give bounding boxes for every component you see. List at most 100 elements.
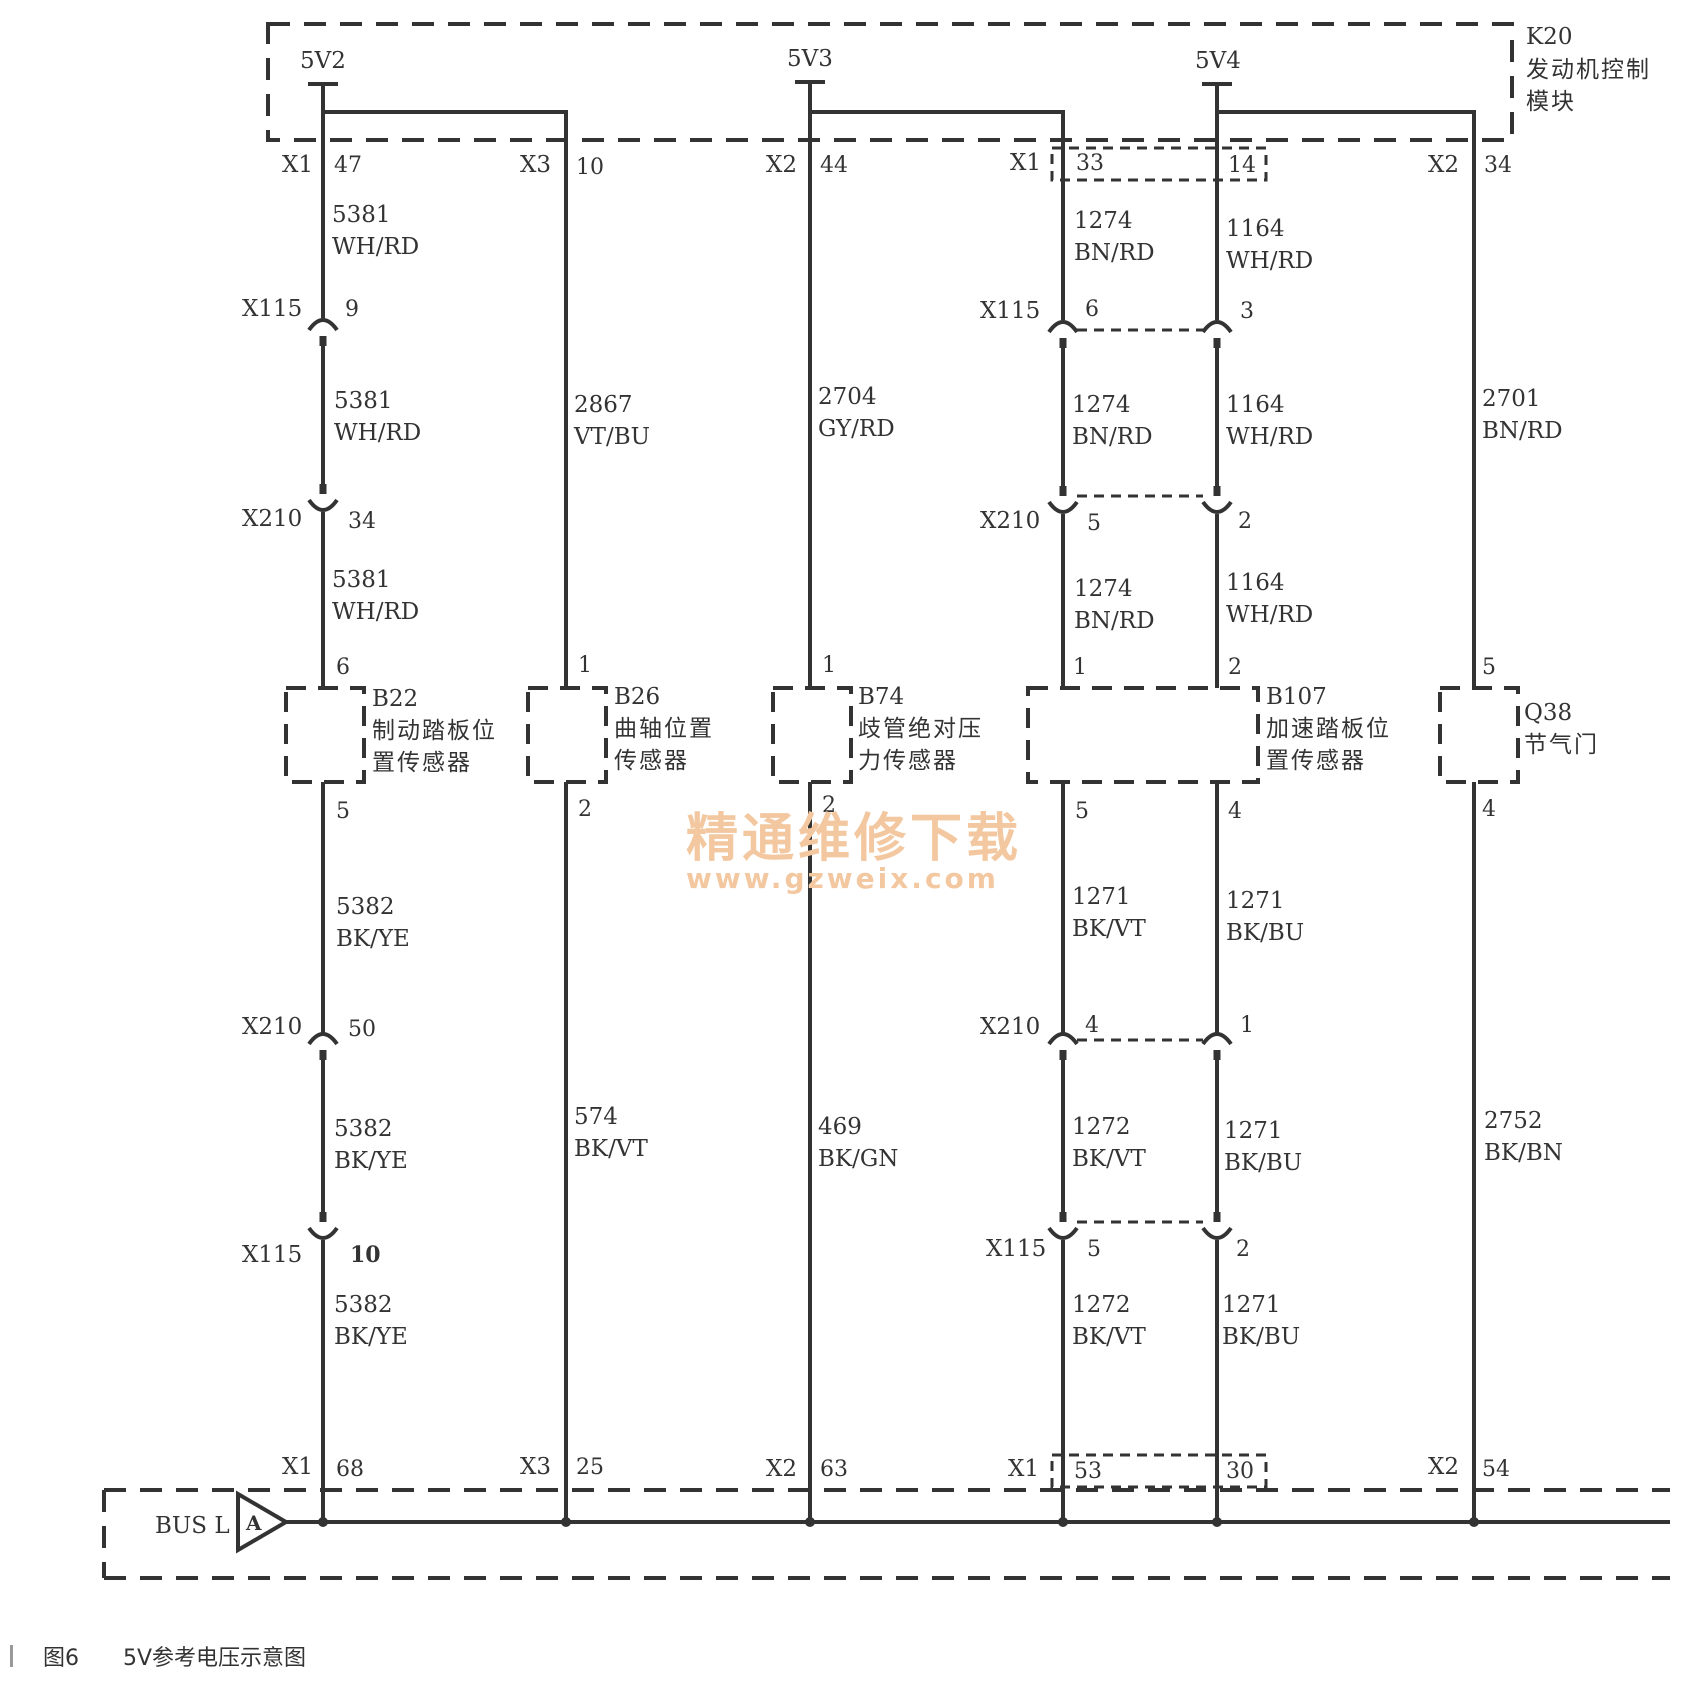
svg-text:WH/RD: WH/RD — [1226, 248, 1313, 274]
svg-text:B22: B22 — [372, 686, 418, 712]
svg-text:2752: 2752 — [1484, 1108, 1543, 1134]
svg-text:VT/BU: VT/BU — [573, 424, 650, 450]
svg-text:传感器: 传感器 — [614, 748, 689, 774]
column-1-labels: X1 47 5381 WH/RD X115 9 5381 WH/RD X210 … — [242, 152, 421, 1482]
sensor-b22-label: B22 制动踏板位 置传感器 — [372, 686, 497, 776]
svg-text:BK/BU: BK/BU — [1224, 1150, 1302, 1176]
svg-text:制动踏板位: 制动踏板位 — [372, 718, 497, 744]
svg-text:BK/YE: BK/YE — [334, 1324, 408, 1350]
svg-text:1164: 1164 — [1226, 570, 1285, 596]
svg-text:B107: B107 — [1266, 684, 1327, 710]
figure-caption: 图6 5V参考电压示意图 — [10, 1636, 306, 1676]
svg-text:BK/YE: BK/YE — [334, 1148, 408, 1174]
svg-text:1274: 1274 — [1074, 208, 1133, 234]
svg-text:5: 5 — [336, 799, 350, 824]
svg-text:30: 30 — [1226, 1459, 1254, 1484]
svg-text:BK/VT: BK/VT — [574, 1136, 648, 1162]
svg-text:4: 4 — [1482, 797, 1496, 822]
supply-5v2: 5V2 — [300, 48, 346, 86]
svg-text:BK/BU: BK/BU — [1226, 920, 1304, 946]
svg-text:574: 574 — [574, 1104, 618, 1130]
svg-text:5381: 5381 — [332, 567, 391, 593]
svg-text:1: 1 — [1073, 655, 1087, 680]
svg-text:BK/BU: BK/BU — [1222, 1324, 1300, 1350]
svg-text:5V4: 5V4 — [1195, 48, 1241, 74]
svg-text:BN/RD: BN/RD — [1074, 608, 1155, 634]
svg-text:BK/VT: BK/VT — [1072, 1324, 1146, 1350]
svg-text:X210: X210 — [980, 508, 1040, 534]
svg-text:5V3: 5V3 — [787, 46, 833, 72]
module-id: K20 — [1526, 24, 1572, 50]
sensor-boxes — [284, 686, 1520, 784]
svg-text:68: 68 — [336, 1457, 364, 1482]
svg-text:10: 10 — [576, 155, 604, 180]
svg-text:63: 63 — [820, 1457, 848, 1482]
svg-text:47: 47 — [334, 153, 362, 178]
svg-text:精通维修下载: 精通维修下载 — [686, 809, 1022, 869]
svg-text:X2: X2 — [1428, 152, 1459, 178]
svg-text:BK/GN: BK/GN — [818, 1146, 898, 1172]
svg-text:50: 50 — [348, 1017, 376, 1042]
svg-text:X2: X2 — [766, 1456, 797, 1482]
svg-text:44: 44 — [820, 153, 848, 178]
svg-text:X3: X3 — [520, 152, 551, 178]
svg-text:2704: 2704 — [818, 384, 877, 410]
svg-text:X115: X115 — [242, 1242, 302, 1268]
svg-text:歧管绝对压: 歧管绝对压 — [858, 716, 983, 742]
watermark: 精通维修下载 www.gzweix.com — [686, 809, 1022, 895]
svg-text:2867: 2867 — [574, 392, 633, 418]
svg-text:曲轴位置: 曲轴位置 — [614, 716, 714, 742]
supply-5v4: 5V4 — [1195, 48, 1241, 86]
svg-text:X2: X2 — [766, 152, 797, 178]
svg-text:BN/RD: BN/RD — [1482, 418, 1563, 444]
svg-text:X3: X3 — [520, 1454, 551, 1480]
svg-text:54: 54 — [1482, 1457, 1510, 1482]
svg-text:BK/VT: BK/VT — [1072, 1146, 1146, 1172]
svg-text:14: 14 — [1228, 153, 1256, 178]
svg-text:BK/YE: BK/YE — [336, 926, 410, 952]
svg-text:469: 469 — [818, 1114, 862, 1140]
svg-text:置传感器: 置传感器 — [372, 750, 472, 776]
svg-text:B26: B26 — [614, 684, 660, 710]
svg-text:5381: 5381 — [334, 388, 393, 414]
svg-text:1: 1 — [1240, 1013, 1254, 1038]
svg-text:置传感器: 置传感器 — [1266, 748, 1366, 774]
svg-text:1271: 1271 — [1224, 1118, 1283, 1144]
column-2-labels: X3 10 2867 VT/BU 1 2 574 BK/VT X3 25 — [520, 152, 650, 1480]
module-k20-boundary — [266, 22, 1514, 142]
svg-text:X210: X210 — [242, 506, 302, 532]
svg-text:GY/RD: GY/RD — [818, 416, 895, 442]
svg-text:33: 33 — [1076, 151, 1104, 176]
svg-text:2: 2 — [1228, 655, 1242, 680]
svg-text:1164: 1164 — [1226, 216, 1285, 242]
svg-text:1: 1 — [822, 653, 836, 678]
svg-text:4: 4 — [1228, 799, 1242, 824]
svg-text:3: 3 — [1240, 299, 1254, 324]
svg-text:1271: 1271 — [1222, 1292, 1281, 1318]
svg-text:6: 6 — [336, 655, 350, 680]
svg-text:5382: 5382 — [336, 894, 395, 920]
svg-text:BN/RD: BN/RD — [1072, 424, 1153, 450]
svg-text:2: 2 — [578, 797, 592, 822]
svg-text:BK/VT: BK/VT — [1072, 916, 1146, 942]
svg-text:B74: B74 — [858, 684, 904, 710]
svg-text:5381: 5381 — [332, 202, 391, 228]
svg-text:X115: X115 — [980, 298, 1040, 324]
sensor-b26-label: B26 曲轴位置 传感器 — [614, 684, 714, 774]
inline-connectors — [307, 318, 1233, 1240]
svg-text:2701: 2701 — [1482, 386, 1541, 412]
column-3-labels: X2 44 2704 GY/RD 1 2 469 BK/GN X2 63 — [766, 152, 898, 1482]
svg-text:53: 53 — [1074, 1459, 1102, 1484]
column-4-5-labels: X1 33 14 1274 BN/RD 1164 WH/RD X115 6 3 … — [980, 150, 1313, 1484]
module-name-line2: 模块 — [1526, 89, 1576, 115]
svg-text:X115: X115 — [242, 296, 302, 322]
supply-5v3: 5V3 — [787, 46, 833, 84]
svg-text:X115: X115 — [986, 1236, 1046, 1262]
sensor-b107-label: B107 加速踏板位 置传感器 — [1266, 684, 1389, 774]
svg-text:WH/RD: WH/RD — [332, 599, 419, 625]
svg-text:2: 2 — [1238, 509, 1252, 534]
svg-text:34: 34 — [348, 509, 376, 534]
svg-text:X1: X1 — [1010, 150, 1041, 176]
figure-number: 图6 — [43, 1646, 79, 1671]
